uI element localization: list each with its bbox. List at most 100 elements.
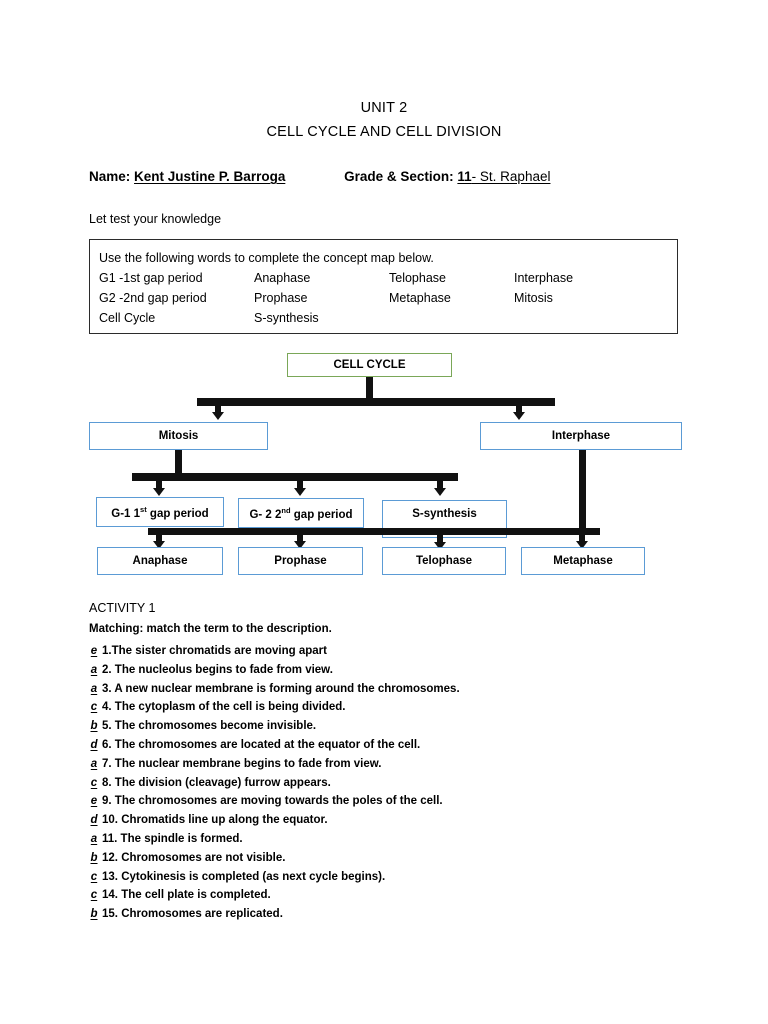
word-bank-word: Prophase [254,291,308,305]
concept-node-label: S-synthesis [412,508,477,520]
activity-item-text: Cytokinesis is completed (as next cycle … [118,870,386,883]
activity-answer-blank[interactable]: d [90,814,98,827]
word-bank-word: Metaphase [389,291,451,305]
connector-drop-g2 [297,479,303,490]
connector-drop-telophase [437,533,443,544]
arrow-to-telophase [434,542,446,550]
concept-node-g1: G-1 1st gap period [96,497,224,527]
activity-item-text: The chromosomes are located at the equat… [111,738,421,751]
activity-answer-blank[interactable]: a [90,832,98,845]
concept-node-s-synthesis: S-synthesis [382,500,507,538]
concept-node-anaphase: Anaphase [97,547,223,575]
activity-answer-blank[interactable]: c [90,776,98,789]
activity-item-number: 12. [102,851,118,864]
activity-item: c 14. The cell plate is completed. [89,886,689,905]
activity-answer-blank[interactable]: a [90,663,98,676]
activity-answer-blank[interactable]: c [90,701,98,714]
concept-node-g2: G- 2 2nd gap period [238,498,364,528]
activity-answer-blank[interactable]: a [90,757,98,770]
concept-node-label: Interphase [551,430,611,442]
word-bank-word: Anaphase [254,271,311,285]
title-line-2: CELL CYCLE AND CELL DIVISION [266,124,502,140]
concept-node-mitosis: Mitosis [89,422,268,450]
activity-item-text: A new nuclear membrane is forming around… [111,682,460,695]
concept-node-interphase: Interphase [480,422,682,450]
grade-section-group: Grade & Section: 11- St. Raphael [344,169,550,184]
concept-node-label: Mitosis [158,430,199,442]
connector-bar-level3 [148,528,600,535]
concept-node-label: CELL CYCLE [333,359,406,371]
grade-section-name: - St. Raphael [471,169,551,184]
concept-node-telophase: Telophase [382,547,506,575]
word-bank-word: Telophase [389,271,446,285]
concept-node-label: G- 2 2nd gap period [249,506,352,521]
g1-superscript: st [140,504,147,514]
word-bank-word: Cell Cycle [99,311,156,325]
activity-answer-blank[interactable]: b [90,720,98,733]
concept-node-label: Telophase [415,555,473,567]
concept-node-prophase: Prophase [238,547,363,575]
activity-item-text: The cell plate is completed. [118,889,271,902]
arrow-to-anaphase [153,541,165,549]
word-bank-word: G2 -2nd gap period [99,291,207,305]
activity-answer-blank[interactable]: b [90,908,98,921]
connector-drop-anaphase [156,533,162,543]
arrow-to-g2 [294,488,306,496]
activity-answer-blank[interactable]: e [90,795,98,808]
word-bank-row: G1 -1st gap period Anaphase Telophase Inter… [99,268,677,288]
activity-item-number: 4. [102,701,112,714]
activity-answer-blank[interactable]: d [90,738,98,751]
concept-node-label: G-1 1st gap period [111,505,208,520]
name-label: Name: [89,169,131,184]
connector-root-trunk [366,377,373,403]
connector-mitosis-trunk [175,450,182,477]
grade-number: 11 [457,169,472,184]
activity-answer-blank[interactable]: a [90,682,98,695]
arrow-to-g1 [153,488,165,496]
activity-item-number: 5. [102,720,112,733]
activity-item-number: 11. [102,832,118,845]
activity-item-text: The spindle is formed. [117,832,243,845]
connector-drop-mitosis [215,403,221,414]
activity-instruction: Matching: match the term to the descript… [89,623,332,635]
connector-bar-level1 [197,398,555,406]
activity-answer-blank[interactable]: e [90,645,98,657]
word-bank-word: S-synthesis [254,311,319,325]
activity-heading: ACTIVITY 1 [89,601,156,615]
connector-drop-s-synthesis [437,479,443,490]
activity-answer-blank[interactable]: b [90,851,98,864]
activity-item-number: 8. [102,776,112,789]
word-bank-box: Use the following words to complete the … [89,239,678,334]
activity-item-text: The chromosomes are moving towards the p… [111,795,443,808]
student-info-row: Name: Kent Justine P. Barroga Grade & Se… [89,168,689,186]
activity-item-text: Chromatids line up along the equator. [118,814,328,827]
concept-node-label: Anaphase [132,555,188,567]
word-bank-word: G1 -1st gap period [99,271,203,285]
activity-item-number: 15. [102,908,118,921]
activity-item-text: Chromosomes are replicated. [118,908,283,921]
activity-item-text: The nuclear membrane begins to fade from… [111,757,382,770]
connector-drop-interphase [516,403,522,414]
connector-bar-level2 [132,473,458,481]
concept-node-label: Prophase [274,555,327,567]
word-bank-row: Cell Cycle S-synthesis [99,308,677,328]
activity-answer-blank[interactable]: c [90,889,98,902]
activity-item-number: 6. [102,738,112,751]
activity-answer-blank[interactable]: c [90,870,98,883]
connector-interphase-vertical [579,450,586,535]
arrow-to-metaphase [576,541,588,549]
activity-item-number: 14. [102,889,118,902]
word-bank-instruction: Use the following words to complete the … [99,251,434,265]
word-bank-word: Interphase [514,271,574,285]
subheading: Let test your knowledge [89,212,222,226]
